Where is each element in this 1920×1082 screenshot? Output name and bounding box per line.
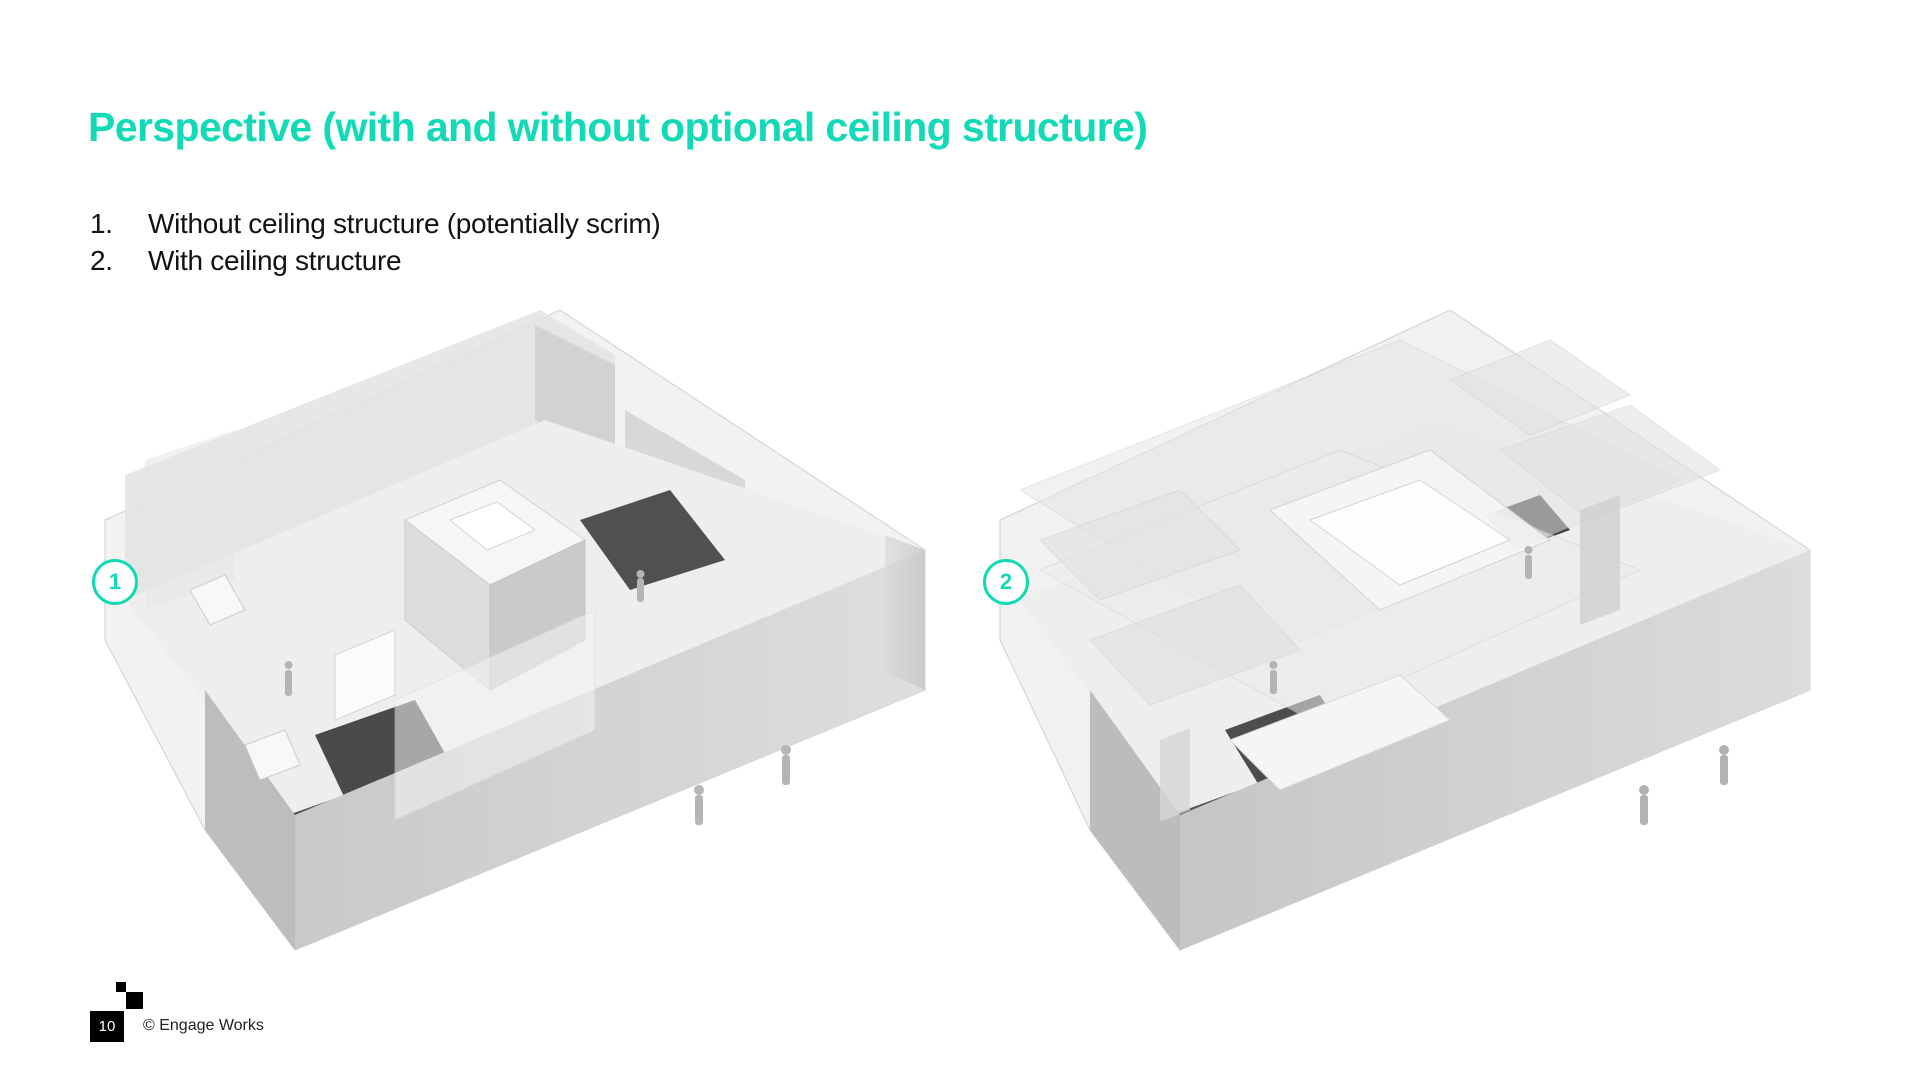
engage-works-logo-icon <box>92 982 144 1042</box>
render-without-ceiling <box>85 310 945 970</box>
badge-1: 1 <box>92 559 138 605</box>
render-without-ceiling-image <box>104 310 926 951</box>
list-item-text: With ceiling structure <box>148 245 402 276</box>
page-title: Perspective (with and without optional c… <box>88 104 1148 150</box>
badge-2: 2 <box>983 559 1029 605</box>
option-list: 1. Without ceiling structure (potentially… <box>90 205 661 279</box>
list-item: 1. Without ceiling structure (potentially… <box>90 205 661 242</box>
list-item-number: 1. <box>90 208 113 239</box>
list-item-number: 2. <box>90 245 113 276</box>
copyright-text: © Engage Works <box>143 1017 264 1034</box>
list-item: 2. With ceiling structure <box>90 242 660 279</box>
page-number: 10 <box>90 1011 124 1042</box>
list-item-text: Without ceiling structure (potentially s… <box>148 208 661 239</box>
logo-square <box>116 982 126 992</box>
render-with-ceiling-image <box>999 310 1811 951</box>
logo-square <box>126 992 143 1009</box>
render-with-ceiling <box>980 310 1830 970</box>
